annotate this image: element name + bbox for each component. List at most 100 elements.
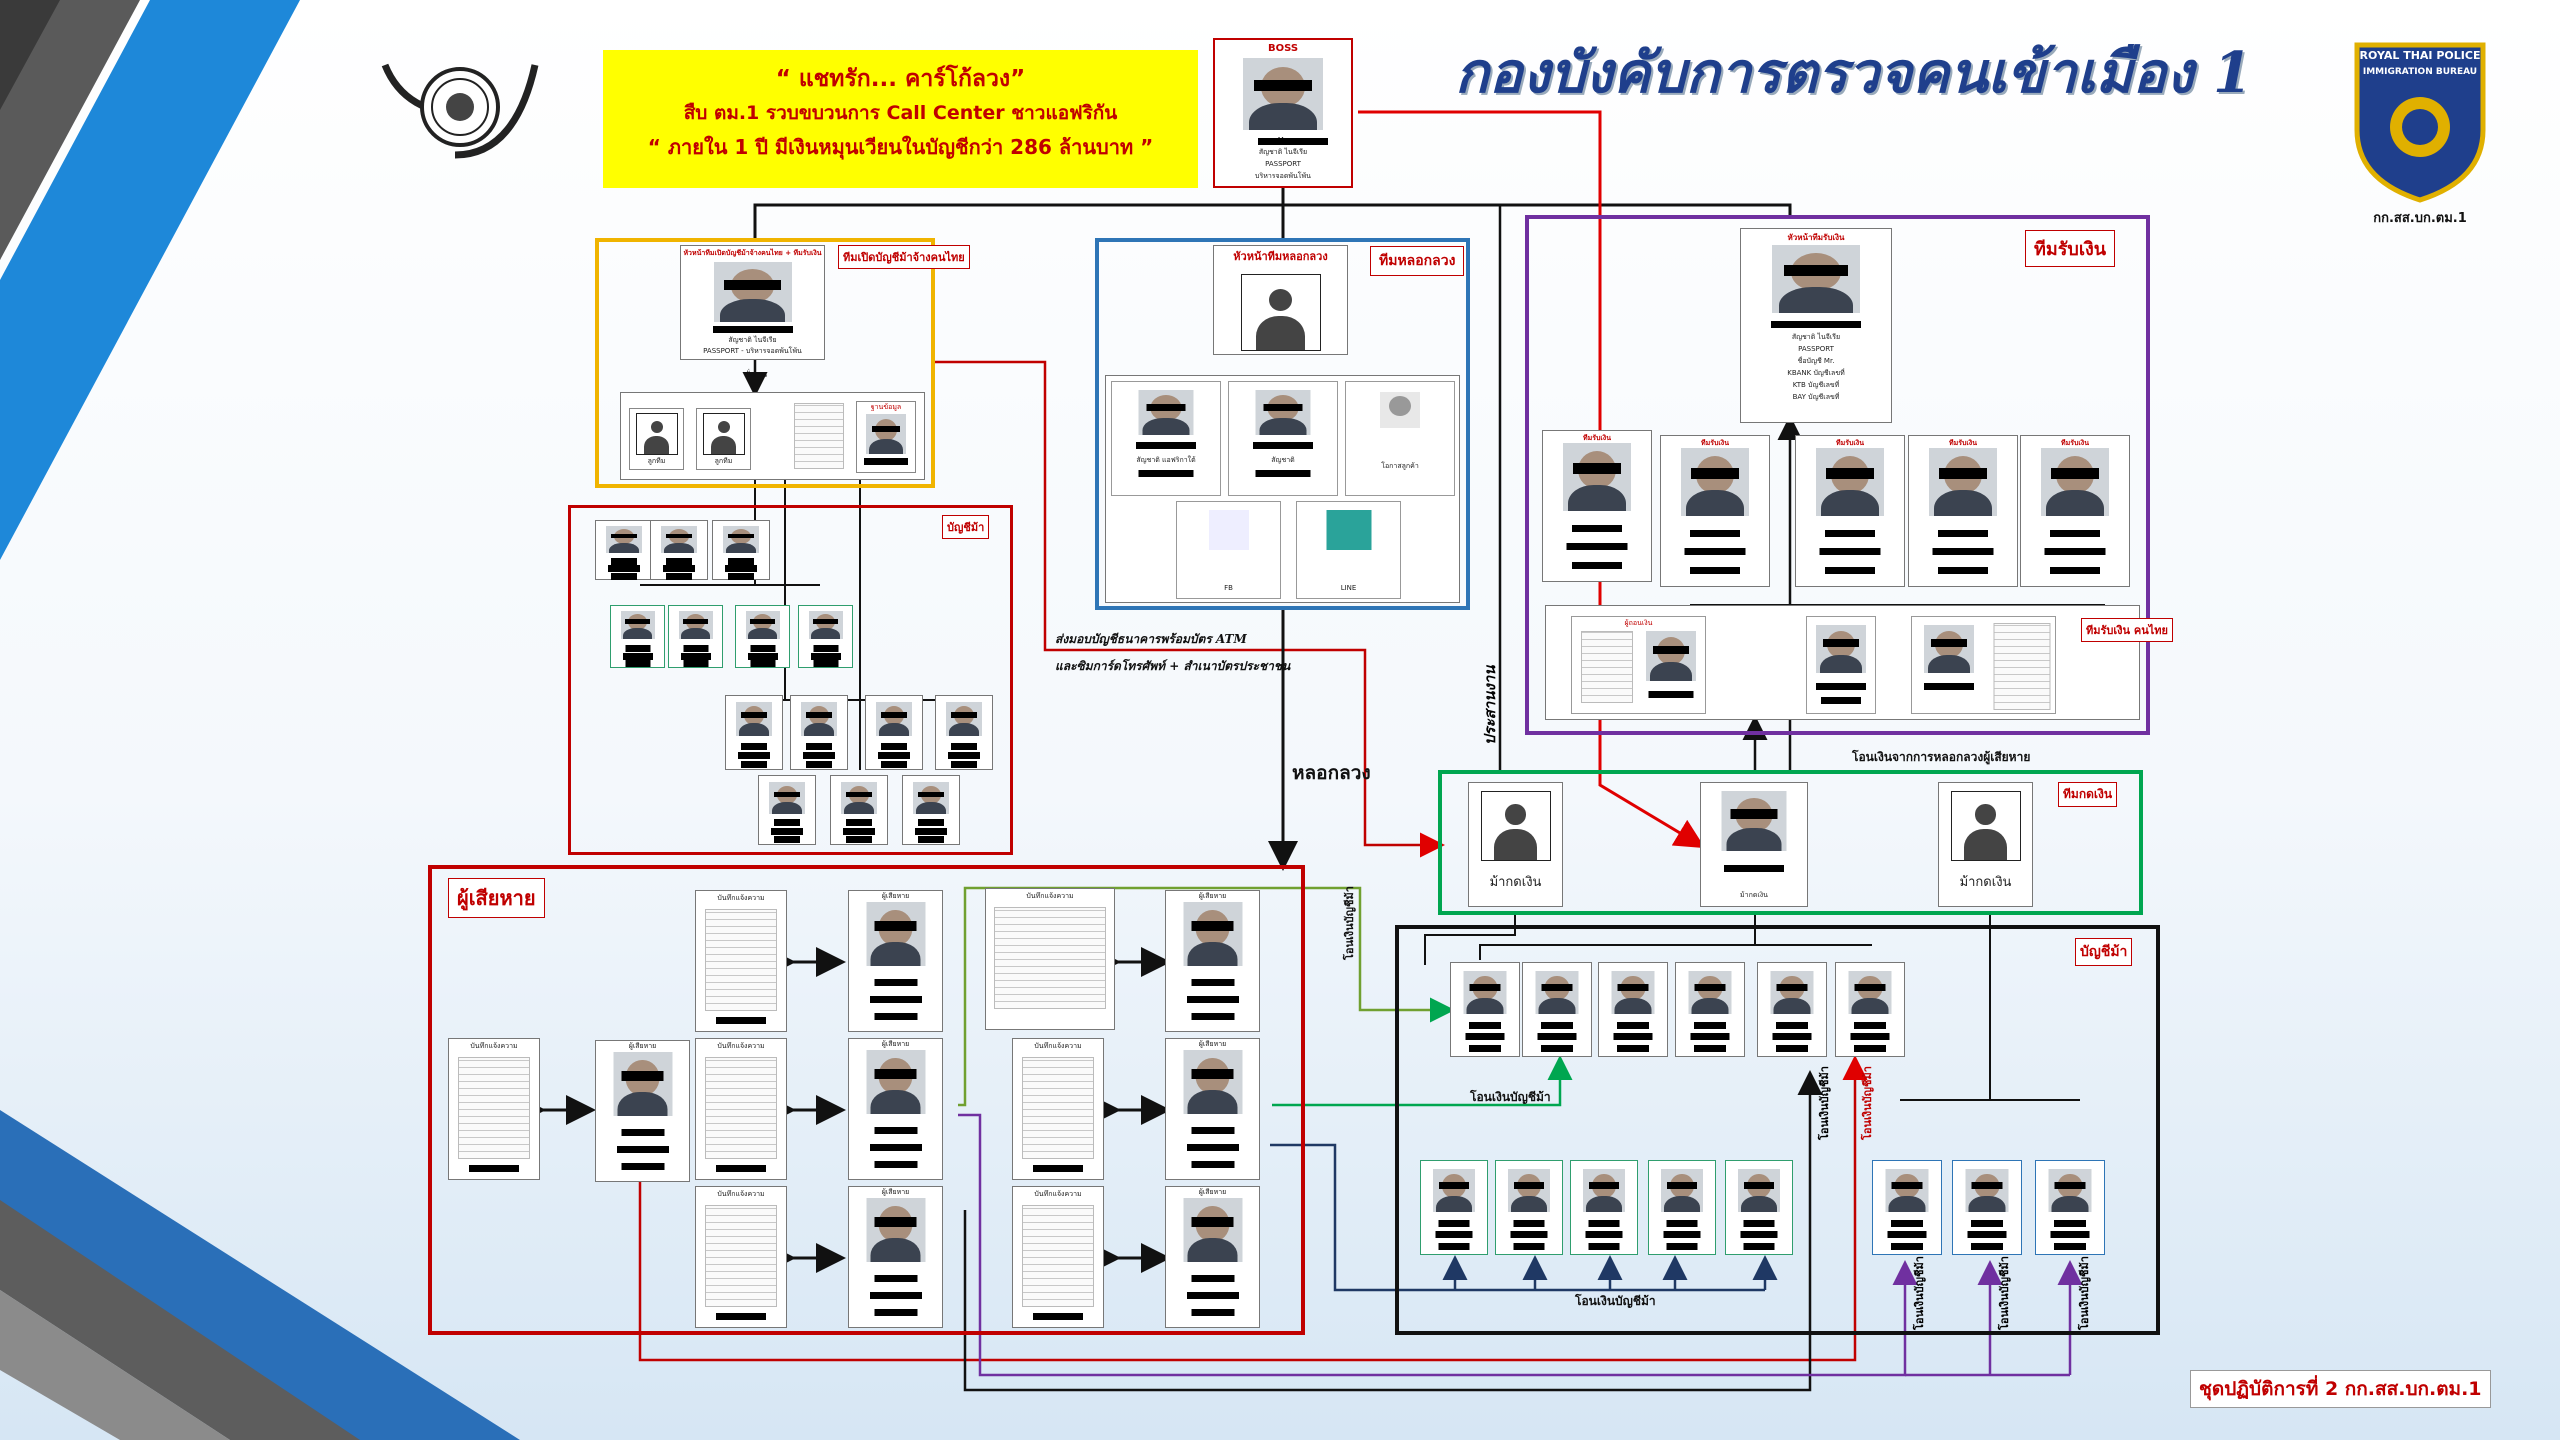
mule-top-card-5 (668, 605, 723, 668)
person-photo (841, 782, 877, 814)
mule-top-card-11 (935, 695, 993, 770)
receive-member-label: ทีมรับเงิน (2060, 439, 2090, 447)
doc-label: บันทึกแจ้งความ (1034, 1190, 1082, 1198)
redaction-bar (741, 761, 767, 768)
victim-doc-2: บันทึกแจ้งความ (695, 890, 787, 1032)
redaction-bar (716, 1165, 766, 1172)
victim-doc-4: บันทึกแจ้งความ (695, 1186, 787, 1328)
redaction-bar (874, 1309, 917, 1316)
redaction-bar (813, 645, 838, 652)
victim-card-6: ผู้เสียหาย (1165, 1038, 1260, 1180)
yellow-leader-card: หัวหน้าทีมเปิดบัญชีม้าจ้างคนไทย + ทีมรับ… (680, 245, 825, 360)
victim-label: ผู้เสียหาย (1198, 892, 1227, 900)
boss-label: BOSS (1267, 43, 1299, 54)
redaction-bar (680, 653, 711, 660)
receive-member-label: ทีมรับเงิน (1948, 439, 1978, 447)
redaction-bar (1191, 1309, 1234, 1316)
person-photo (1583, 1169, 1625, 1212)
boss-to-yellow-line (753, 188, 1285, 238)
redaction-bar (1513, 1243, 1545, 1250)
redaction-bar (948, 752, 980, 759)
badge-mid-text: IMMIGRATION BUREAU (2362, 67, 2478, 77)
footer-operation-label: ชุดปฏิบัติการที่ 2 กก.สส.บก.ตม.1 (2190, 1370, 2491, 1408)
redaction-bar (716, 1313, 766, 1320)
mule-top-card-9 (790, 695, 848, 770)
mule-bottom-low-1 (1420, 1160, 1488, 1255)
scam-team-tag: ทีมหลอกลวง (1370, 246, 1465, 276)
victim-card-4: ผู้เสียหาย (848, 1186, 943, 1328)
person-photo (606, 526, 642, 553)
receive-leader-label: หัวหน้าทีมรับเงิน (1787, 233, 1845, 242)
receive-thai-person-2 (1911, 616, 2056, 714)
report-document (1022, 1205, 1094, 1307)
redaction-bar (813, 660, 838, 667)
redaction-bar (1435, 1231, 1473, 1238)
flow-label-vertical-1: โอนเงินบัญชีม้า (1343, 886, 1356, 960)
redaction-bar (951, 743, 977, 750)
receive-leader-card: หัวหน้าทีมรับเงิน สัญชาติ ไนจีเรีย PASSP… (1740, 228, 1892, 423)
redaction-bar (1854, 1022, 1886, 1029)
redaction-bar (1566, 543, 1628, 550)
person-photo (866, 902, 925, 966)
scam-member-2: สัญชาติ (1228, 381, 1338, 496)
redaction-bar (621, 1163, 664, 1170)
redaction-bar (1186, 1144, 1239, 1151)
receive-member-1: ทีมรับเงิน (1542, 430, 1652, 582)
redaction-bar (1743, 1243, 1775, 1250)
redaction-bar (728, 558, 754, 565)
redaction-bar (1617, 1045, 1649, 1052)
doc-label: บันทึกแจ้งความ (470, 1042, 518, 1050)
headline-line-2: สืบ ตม.1 รวบขบวนการ Call Center ชาวแอฟริ… (683, 102, 1118, 124)
yellow-sub-label: สั่งการ (745, 370, 768, 379)
redaction-bar (1819, 548, 1881, 555)
redaction-bar (1887, 1231, 1927, 1238)
redaction-bar (1613, 1033, 1653, 1040)
mule-bottom-top-1 (1450, 962, 1520, 1057)
redaction-bar (1694, 1022, 1726, 1029)
receive-thai-person-1 (1806, 616, 1876, 714)
mule-bottom-right-2 (1952, 1160, 2022, 1255)
redaction-bar (621, 1129, 664, 1136)
redaction-bar (806, 761, 832, 768)
badge-top-text: ROYAL THAI POLICE (2359, 49, 2481, 62)
person-photo (613, 1052, 672, 1116)
victim-card-5: ผู้เสียหาย (1165, 890, 1260, 1032)
redaction-bar (1854, 1045, 1886, 1052)
redaction-bar (625, 645, 650, 652)
redaction-bar (750, 645, 775, 652)
person-photo (1535, 971, 1579, 1014)
doc-label: บันทึกแจ้งความ (1026, 892, 1074, 900)
receive-member-label: ทีมรับเงิน (1582, 434, 1612, 442)
redaction-bar (1438, 1220, 1470, 1227)
mule-accounts-bottom-frame (1395, 925, 2160, 1335)
redaction-bar (1191, 1127, 1234, 1134)
money-team-frame (1438, 770, 2143, 915)
redaction-bar (728, 573, 754, 580)
mule-bottom-top-2 (1522, 962, 1592, 1057)
report-document (458, 1057, 530, 1159)
person-photo (808, 611, 843, 639)
redaction-bar (803, 752, 835, 759)
redaction-bar (843, 828, 875, 835)
person-photo (1463, 971, 1507, 1014)
redaction-bar (1743, 1220, 1775, 1227)
boss-passport: PASSPORT (1265, 160, 1301, 168)
redaction-bar (1971, 1220, 2003, 1227)
redaction-bar (869, 996, 922, 1003)
redaction-bar (1690, 567, 1740, 574)
person-photo (2048, 1169, 2092, 1212)
mule-top-card-13 (830, 775, 888, 845)
redaction-bar (1537, 1033, 1577, 1040)
redaction-bar (469, 1165, 519, 1172)
yellow-leader-photo (713, 262, 792, 322)
redaction-bar (1186, 996, 1239, 1003)
victim-label: ผู้เสียหาย (881, 1040, 910, 1048)
flow-label-vertical-6: โอนเงินบัญชีม้า (2078, 1256, 2091, 1330)
person-photo (1688, 971, 1732, 1014)
redaction-bar (1825, 530, 1875, 537)
person-photo (1848, 971, 1892, 1014)
flow-label-transfer-account-bottom: โอนเงินบัญชีม้า (1575, 1294, 1656, 1308)
redaction-bar (1585, 1231, 1623, 1238)
redaction-bar (1541, 1045, 1573, 1052)
redaction-bar (1617, 1022, 1649, 1029)
